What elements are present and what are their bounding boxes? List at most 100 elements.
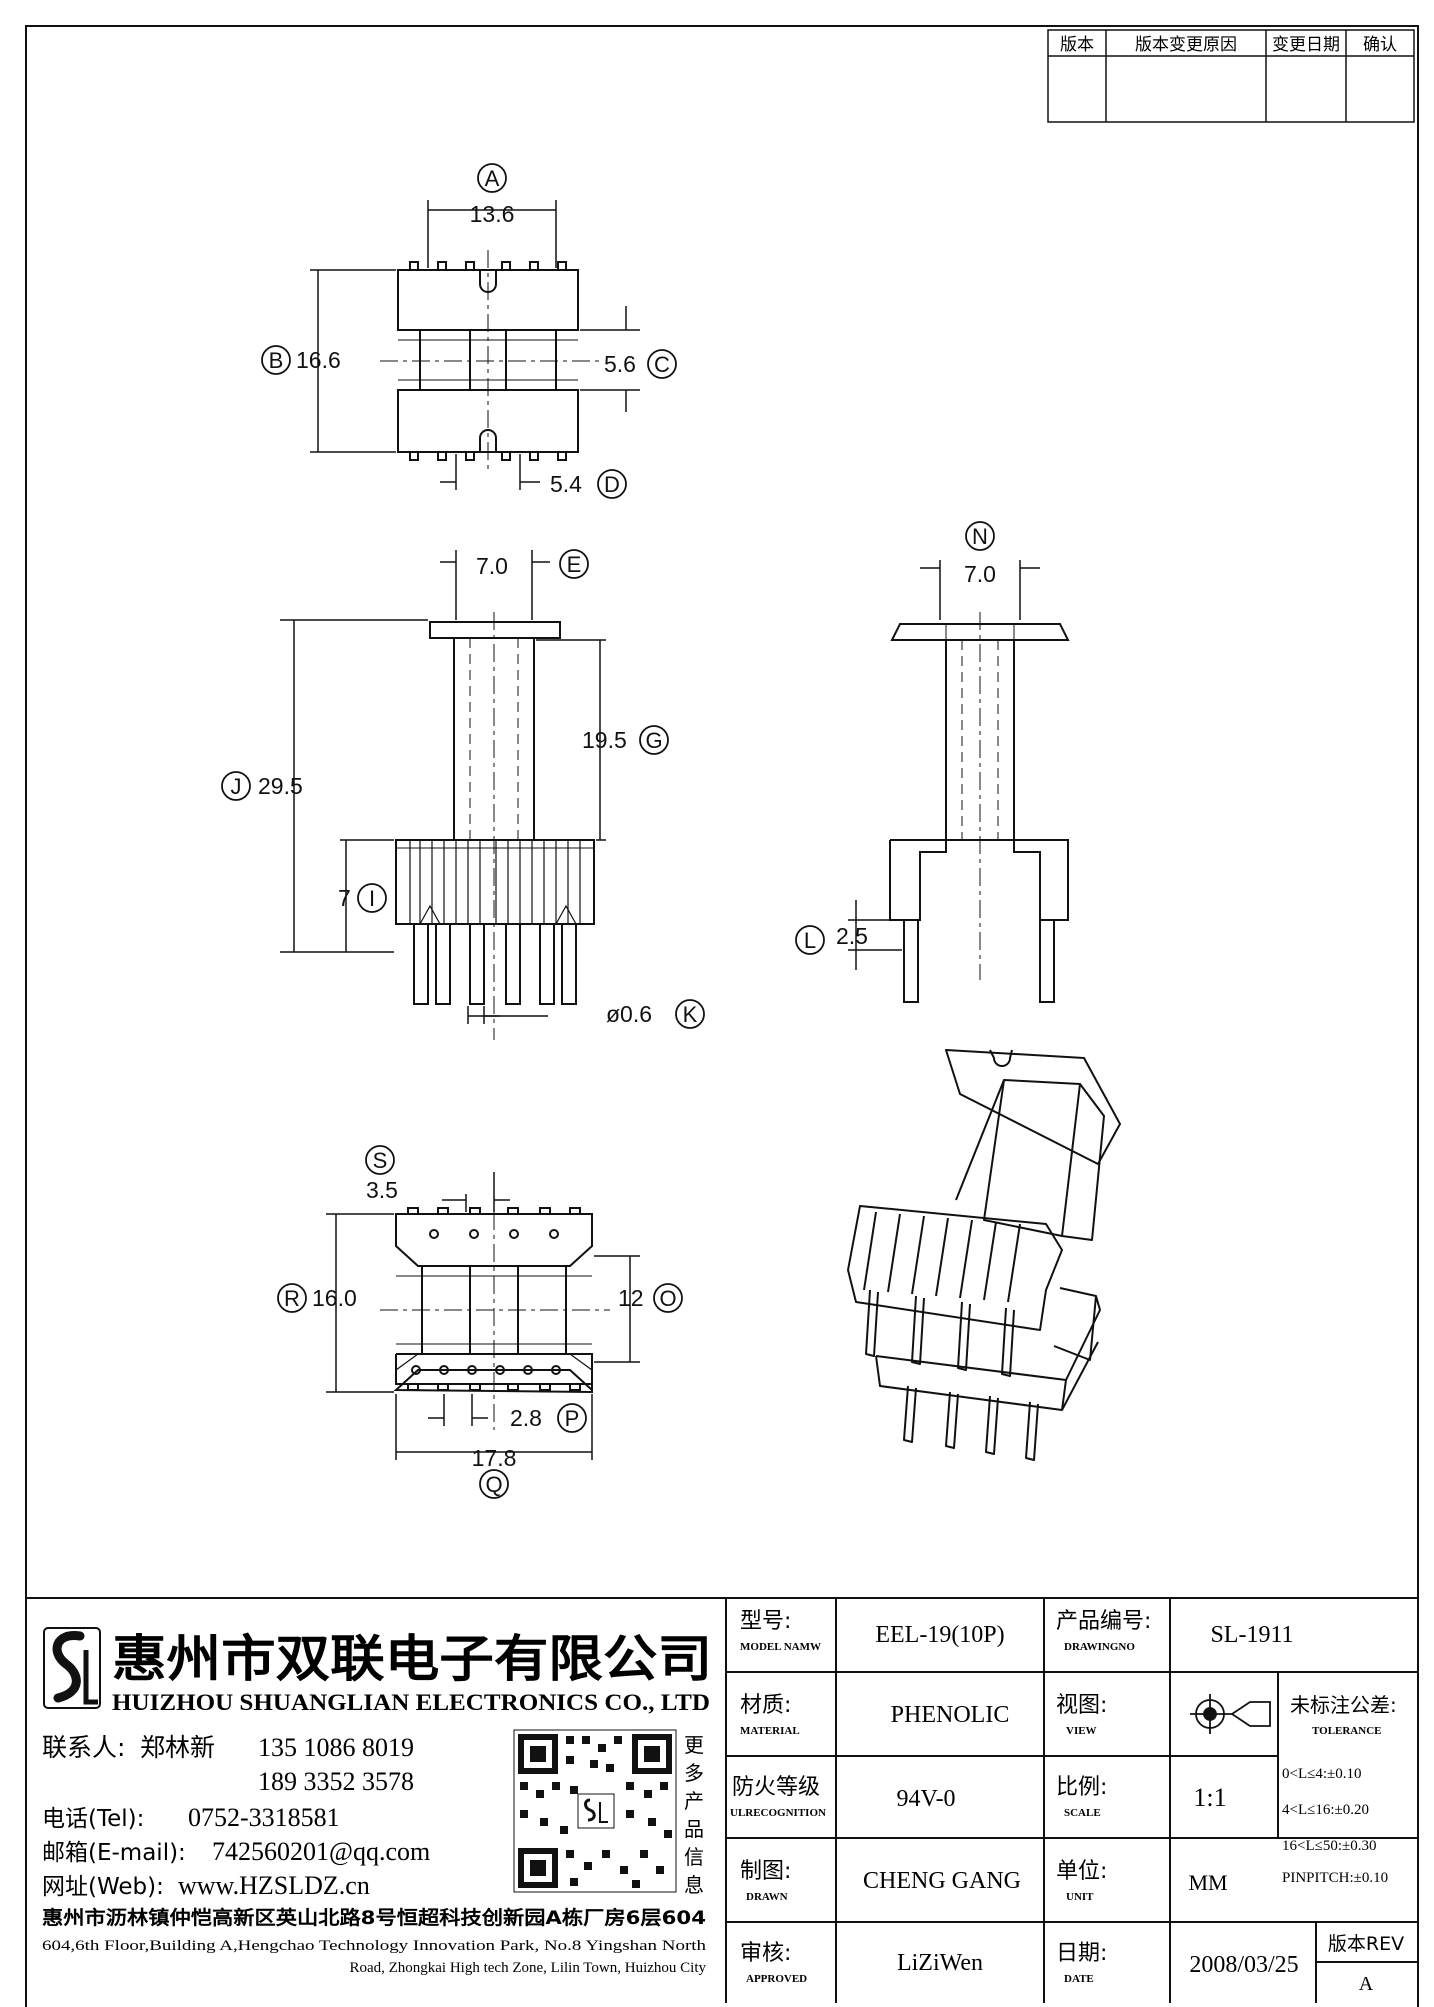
revision-header-date: 变更日期 bbox=[1272, 35, 1340, 55]
qr-caption-3: 产 bbox=[684, 1789, 704, 1813]
drawn-value: CHENG GANG bbox=[863, 1868, 1021, 1894]
contact-label: 联系人: bbox=[42, 1733, 125, 1762]
fire-value: 94V-0 bbox=[896, 1786, 955, 1812]
date-value: 2008/03/25 bbox=[1189, 1952, 1298, 1978]
address-en-line-1: 604,6th Floor,Building A,Hengchao Techno… bbox=[42, 1938, 707, 1954]
material-label-en: MATERIAL bbox=[740, 1725, 800, 1737]
unit-label-cn: 单位: bbox=[1056, 1859, 1107, 1884]
dim-N-label: N bbox=[972, 524, 988, 549]
qr-caption-5: 信 bbox=[684, 1845, 704, 1869]
dim-A-label: A bbox=[485, 166, 500, 191]
dim-K-label: K bbox=[683, 1002, 698, 1027]
material-label-cn: 材质: bbox=[740, 1693, 791, 1718]
qr-caption-4: 品 bbox=[684, 1817, 704, 1841]
dim-N-value: 7.0 bbox=[964, 561, 996, 587]
web-value: www.HZSLDZ.cn bbox=[178, 1871, 370, 1900]
approved-value: LiZiWen bbox=[897, 1950, 983, 1976]
first-angle-projection-icon bbox=[1190, 1694, 1271, 1734]
revision-header-confirm: 确认 bbox=[1363, 35, 1397, 55]
company-name-en: HUIZHOU SHUANGLIAN ELECTRONICS CO., LTD bbox=[112, 1690, 710, 1715]
drawn-label-cn: 制图: bbox=[740, 1859, 791, 1884]
dim-R-label: R bbox=[284, 1286, 300, 1311]
dim-L-value: 2.5 bbox=[836, 923, 868, 949]
drawno-label-cn: 产品编号: bbox=[1056, 1609, 1151, 1634]
dim-O-label: O bbox=[659, 1286, 676, 1311]
contact-phone-2: 189 3352 3578 bbox=[258, 1767, 414, 1796]
fire-label-en: ULRECOGNITION bbox=[730, 1807, 826, 1819]
dim-E-label: E bbox=[567, 552, 582, 577]
dim-C-label: C bbox=[654, 352, 670, 377]
tolerance-label-en: TOLERANCE bbox=[1312, 1725, 1381, 1737]
dim-D-label: D bbox=[604, 472, 620, 497]
approved-label-cn: 审核: bbox=[740, 1941, 791, 1966]
dim-I-label: I bbox=[369, 886, 375, 911]
dim-K-value: ø0.6 bbox=[606, 1001, 652, 1027]
dim-J-value: 29.5 bbox=[258, 773, 303, 799]
side-view bbox=[889, 623, 1070, 1003]
date-label-cn: 日期: bbox=[1056, 1941, 1107, 1966]
address-cn: 惠州市沥林镇仲恺高新区英山北路8号恒超科技创新园A栋厂房6层604 bbox=[42, 1906, 706, 1929]
front-view bbox=[395, 621, 595, 1005]
tel-value: 0752-3318581 bbox=[188, 1803, 340, 1832]
sheet-border bbox=[25, 25, 1419, 2007]
isometric-view bbox=[847, 1049, 1121, 1461]
model-value: EEL-19(10P) bbox=[875, 1622, 1004, 1648]
model-label-cn: 型号: bbox=[740, 1609, 791, 1634]
dim-L-label: L bbox=[804, 928, 816, 953]
tel-label: 电话(Tel): bbox=[42, 1806, 144, 1832]
scale-label-en: SCALE bbox=[1064, 1807, 1101, 1819]
view-label-en: VIEW bbox=[1066, 1725, 1097, 1737]
tolerance-line-3: 16<L≤50:±0.30 bbox=[1282, 1838, 1377, 1854]
dim-P-label: P bbox=[565, 1406, 580, 1431]
company-name-cn: 惠州市双联电子有限公司 bbox=[112, 1630, 712, 1688]
contact-phone-1: 135 1086 8019 bbox=[258, 1733, 414, 1762]
material-value: PHENOLIC bbox=[891, 1702, 1010, 1728]
dim-J-label: J bbox=[231, 774, 242, 799]
tolerance-label-cn: 未标注公差: bbox=[1290, 1693, 1397, 1717]
dim-Q-label: Q bbox=[485, 1472, 502, 1497]
dim-R-value: 16.0 bbox=[312, 1285, 357, 1311]
dim-B-label: B bbox=[269, 348, 284, 373]
fire-label-cn: 防火等级 bbox=[732, 1775, 820, 1800]
tolerance-line-2: 4<L≤16:±0.20 bbox=[1282, 1802, 1369, 1818]
dim-Q-value: 17.8 bbox=[472, 1445, 517, 1471]
tolerance-line-1: 0<L≤4:±0.10 bbox=[1282, 1766, 1362, 1782]
dim-S-value: 3.5 bbox=[366, 1177, 398, 1203]
unit-value: MM bbox=[1188, 1870, 1227, 1895]
qr-caption-2: 多 bbox=[684, 1761, 704, 1785]
dim-G-value: 19.5 bbox=[582, 727, 627, 753]
revision-table bbox=[1047, 29, 1415, 123]
qr-caption-1: 更 bbox=[684, 1733, 704, 1757]
revision-value: A bbox=[1359, 1973, 1374, 1995]
revision-header-reason: 版本变更原因 bbox=[1135, 35, 1237, 55]
dim-O-value: 12 bbox=[618, 1285, 644, 1311]
drawno-value: SL-1911 bbox=[1210, 1622, 1293, 1648]
dim-C-value: 5.6 bbox=[604, 351, 636, 377]
dim-P-value: 2.8 bbox=[510, 1405, 542, 1431]
dim-A-value: 13.6 bbox=[470, 201, 515, 227]
unit-label-en: UNIT bbox=[1066, 1891, 1094, 1903]
drawn-label-en: DRAWN bbox=[746, 1891, 788, 1903]
drawno-label-en: DRAWINGNO bbox=[1064, 1641, 1135, 1653]
model-label-en: MODEL NAMW bbox=[740, 1641, 821, 1653]
tolerance-line-4: PINPITCH:±0.10 bbox=[1282, 1870, 1388, 1886]
dim-E-value: 7.0 bbox=[476, 553, 508, 579]
email-value: 742560201@qq.com bbox=[212, 1837, 430, 1866]
qr-code bbox=[513, 1729, 677, 1893]
web-label: 网址(Web): bbox=[42, 1874, 164, 1900]
title-block-grid bbox=[725, 1598, 1418, 2003]
qr-caption-6: 息 bbox=[684, 1873, 704, 1897]
contact-name: 郑林新 bbox=[140, 1733, 215, 1762]
dim-S-label: S bbox=[373, 1148, 388, 1173]
dim-B-value: 16.6 bbox=[296, 347, 341, 373]
dim-I-value: 7 bbox=[338, 885, 351, 911]
approved-label-en: APPROVED bbox=[746, 1973, 807, 1985]
scale-label-cn: 比例: bbox=[1056, 1775, 1107, 1800]
scale-value: 1:1 bbox=[1193, 1783, 1226, 1812]
view-label-cn: 视图: bbox=[1056, 1693, 1107, 1718]
revision-label: 版本REV bbox=[1328, 1933, 1404, 1955]
revision-header-version: 版本 bbox=[1060, 35, 1094, 55]
dim-D-value: 5.4 bbox=[550, 471, 582, 497]
dim-G-label: G bbox=[645, 728, 662, 753]
